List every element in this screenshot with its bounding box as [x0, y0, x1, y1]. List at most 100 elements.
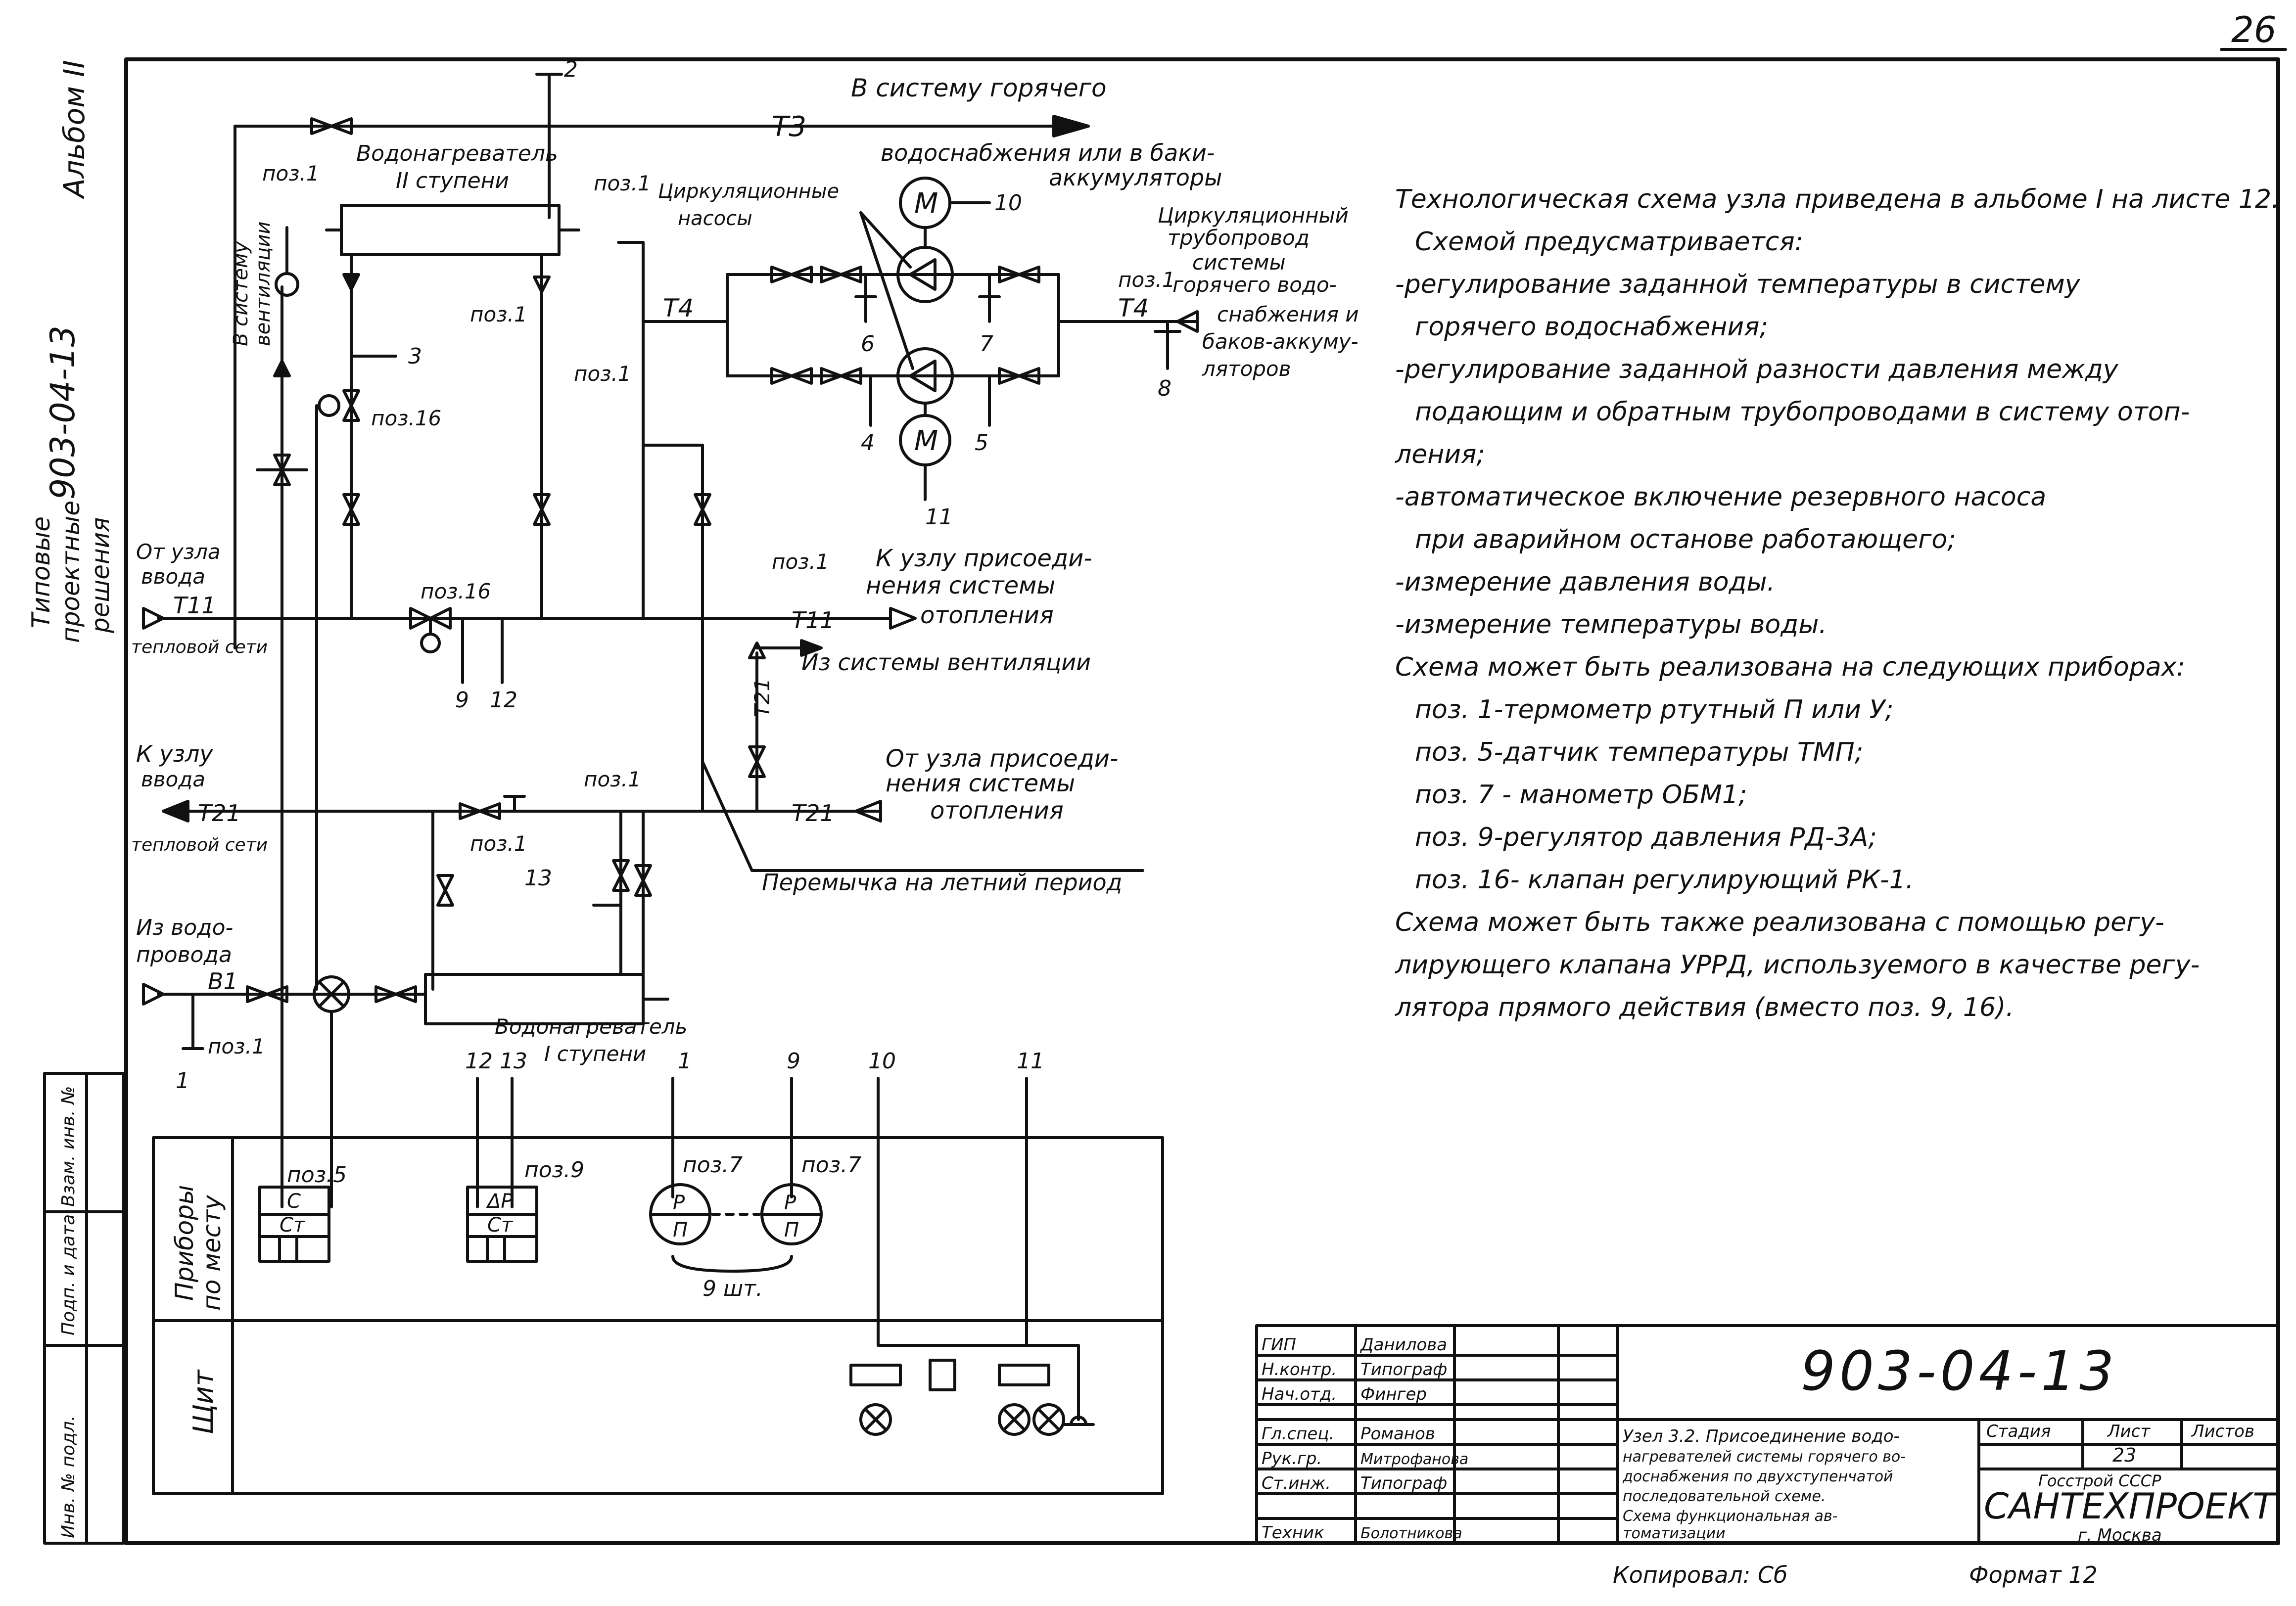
pipe-t3 [234, 115, 1090, 620]
label-circ-pipe-7: ляторов [1202, 357, 1291, 381]
title-line-0: Узел 3.2. Присоединение водо- [1623, 1426, 1900, 1446]
label-pos1-c: поз.1 [470, 302, 527, 326]
num-8: 8 [1158, 376, 1171, 401]
label-to-hot-water-3: аккумуляторы [1049, 164, 1222, 191]
org-3: г. Москва [2078, 1525, 2162, 1545]
label-ct-2: Ст [487, 1214, 514, 1237]
sheet-value: 23 [2112, 1444, 2136, 1466]
pipe-b1 [142, 983, 427, 1006]
label-to-heating-3: отопления [920, 601, 1054, 629]
pipe-t11 [142, 607, 917, 630]
col-sheet: Лист [2107, 1422, 2151, 1441]
label-dp: ΔP [486, 1190, 513, 1213]
label-t21c: Т21 [750, 678, 774, 717]
label-to-heat-net: тепловой сети [131, 835, 268, 855]
num-9-bottom: 9 [787, 1049, 800, 1074]
label-pos16-a: поз.16 [371, 406, 441, 430]
heater-stage-2 [340, 204, 561, 256]
note-line: при аварийном останове работающего; [1415, 525, 1956, 554]
label-circ-pumps-2: насосы [678, 207, 752, 230]
label-motor-1: М [914, 187, 938, 220]
side-stamp-2: Подп. и дата [58, 1214, 79, 1335]
note-line: поз. 9-регулятор давления РД-3А; [1415, 823, 1877, 852]
title-line-1: нагревателей системы горячего во- [1623, 1448, 1906, 1466]
label-pos5: поз.5 [287, 1162, 347, 1188]
name-0: Данилова [1359, 1335, 1447, 1355]
alarm-lamp-2 [998, 1403, 1031, 1436]
role-3: Гл.спец. [1262, 1424, 1334, 1444]
label-c: С [287, 1190, 301, 1213]
label-to-hot-water-1: В систему горячего [851, 74, 1107, 102]
series-title-1: Типовые [27, 516, 55, 628]
label-vent-to-1: В систему [230, 241, 252, 346]
name-5: Типограф [1360, 1473, 1447, 1493]
num-3: 3 [408, 344, 422, 369]
num-10-top: 10 [994, 190, 1022, 216]
side-stamp-1: Инв. № подл. [58, 1416, 79, 1538]
num-5: 5 [975, 430, 988, 456]
note-line: поз. 16- клапан регулирующий РК-1. [1415, 865, 1914, 895]
num-6: 6 [861, 331, 875, 357]
label-to-hot-water-2: водоснабжения или в баки- [881, 139, 1215, 166]
org-1: Госстрой СССР [2038, 1471, 2161, 1490]
note-line: подающим и обратным трубопроводами в сис… [1415, 397, 2190, 427]
role-4: Рук.гр. [1262, 1449, 1322, 1468]
label-pos1-h: поз.1 [470, 831, 527, 856]
label-pos9: поз.9 [524, 1157, 584, 1183]
label-from-vent: Из системы вентиляции [801, 649, 1091, 676]
note-line: -автоматическое включение резервного нас… [1395, 482, 2047, 512]
note-line: Технологическая схема узла приведена в а… [1395, 184, 2280, 214]
note-line: Схемой предусматривается: [1415, 227, 1804, 257]
label-heater2-1: Водонагреватель [356, 141, 558, 166]
name-3: Романов [1360, 1424, 1435, 1444]
label-t11a: Т11 [173, 592, 216, 619]
name-6: Болотникова [1360, 1525, 1462, 1542]
series-title-2: проектные [56, 501, 85, 643]
label-vent-to-2: вентиляции [252, 222, 275, 346]
note-line: ления; [1395, 440, 1485, 469]
series-code: 903-04-13 [44, 325, 83, 500]
label-p-2: Р [784, 1192, 797, 1214]
label-motor-2: М [914, 425, 938, 457]
side-stamp [43, 1072, 125, 1545]
name-2: Фингер [1360, 1384, 1427, 1404]
label-to-node-1: К узлу [136, 740, 213, 767]
role-2: Нач.отд. [1262, 1384, 1337, 1404]
pressure-regulator [466, 1186, 538, 1263]
num-7: 7 [980, 331, 993, 357]
label-to-heating-2: нения системы [866, 572, 1055, 599]
notes-block: Технологическая схема узла приведена в а… [1395, 178, 2286, 1029]
format-label: Формат 12 [1969, 1561, 2098, 1588]
num-12-bottom: 12 [465, 1049, 493, 1074]
pipe-t4 [642, 273, 1199, 377]
label-field-instruments-1: Приборы [170, 1185, 199, 1301]
note-line: -регулирование заданной разности давлени… [1395, 355, 2118, 384]
doc-number: 903-04-13 [1801, 1339, 2118, 1403]
label-pos16-b: поз.16 [421, 579, 491, 603]
label-summer-jumper: Перемычка на летний период [762, 869, 1122, 896]
page-number: 26 [2231, 9, 2277, 50]
label-pos1-e: поз.1 [1118, 268, 1175, 292]
label-from-node-2: ввода [141, 564, 205, 589]
num-2: 2 [564, 57, 578, 82]
label-pos1-b: поз.1 [594, 171, 651, 195]
alarm-lamp-3 [1032, 1403, 1065, 1436]
label-pos1-g: поз.1 [584, 767, 641, 791]
title-line-3: последовательной схеме. [1623, 1488, 1826, 1505]
label-t21b: Т21 [792, 800, 835, 826]
label-pi-1: П [673, 1219, 688, 1241]
note-line: лирующего клапана УРРД, используемого в … [1395, 950, 2200, 980]
label-t4a: Т4 [663, 294, 694, 322]
title-block [1255, 1324, 2280, 1545]
num-11-top: 11 [925, 505, 953, 530]
title-line-4: Схема функциональная ав- [1623, 1508, 1837, 1525]
label-circ-pipe-3: системы [1192, 250, 1286, 275]
note-line: поз. 5-датчик температуры ТМП; [1415, 737, 1864, 767]
note-line: -измерение давления воды. [1395, 567, 1776, 597]
side-stamp-3: Взам. инв. № [58, 1086, 79, 1207]
num-1-bottom: 1 [176, 1068, 189, 1094]
title-line-5: томатизации [1623, 1525, 1726, 1542]
title-line-2: доснабжения по двухступенчатой [1622, 1468, 1893, 1485]
pipe-t21 [162, 800, 882, 823]
